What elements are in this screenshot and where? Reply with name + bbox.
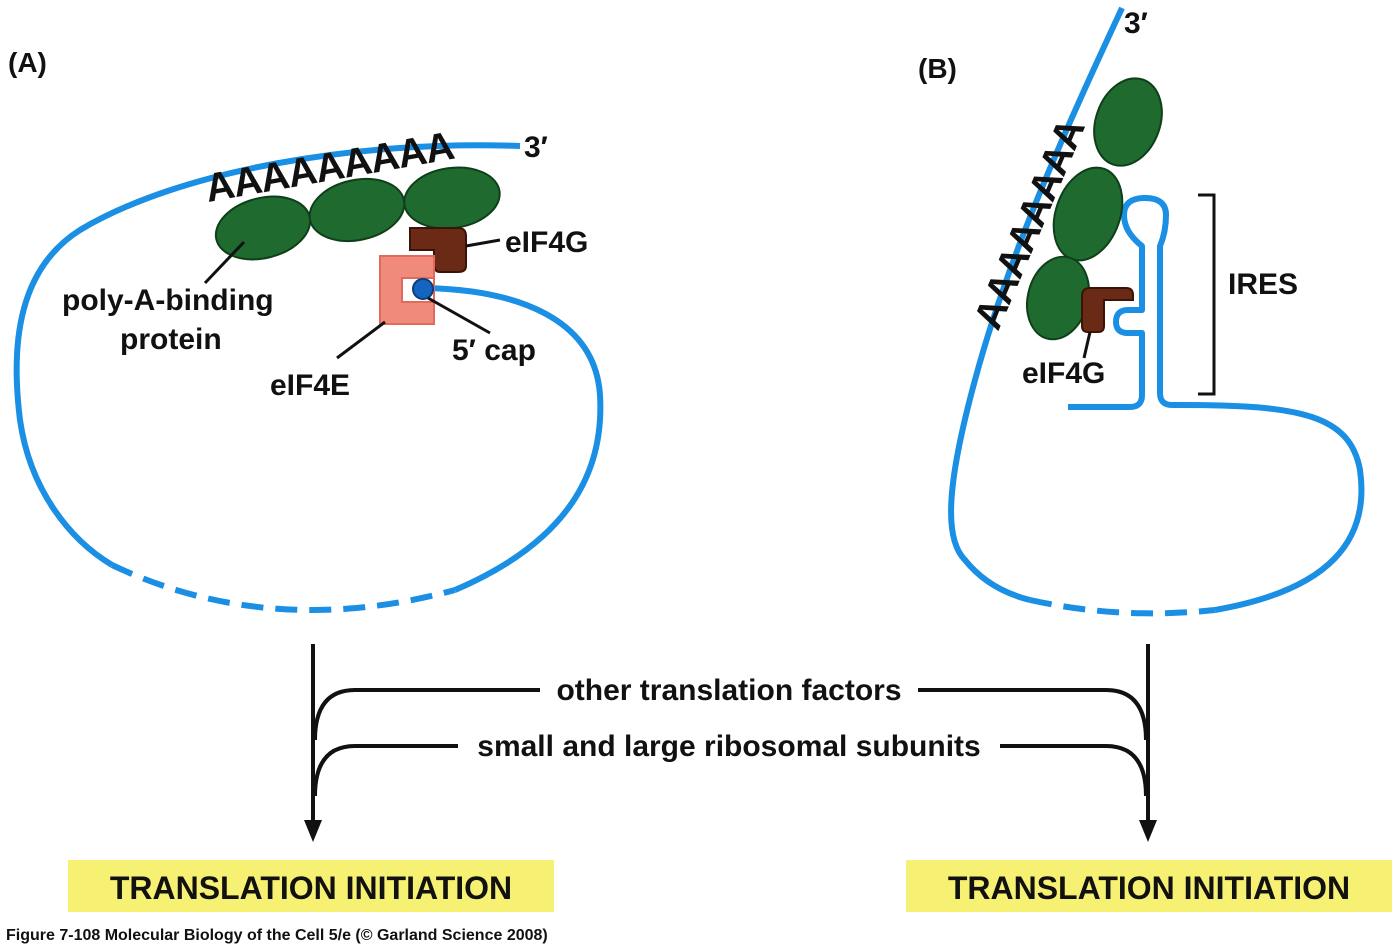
outcome-right-label: TRANSLATION INITIATION <box>948 870 1350 906</box>
panel-a-eif4e-label: eIF4E <box>270 369 350 402</box>
panel-b-label: (B) <box>918 53 957 84</box>
panel-a: (A) AAAAAAAAA 3′ eIF4G eIF4E 5′ cap poly… <box>8 47 604 613</box>
outcome-left: TRANSLATION INITIATION <box>68 860 554 912</box>
outcome-right: TRANSLATION INITIATION <box>906 860 1392 912</box>
right-branch-ribosome <box>1000 744 1148 797</box>
panel-b-mrna-dashed-segment <box>1029 597 1216 617</box>
panel-a-3prime-label: 3′ <box>524 131 548 164</box>
panel-a-eif4g-label: eIF4G <box>505 226 588 259</box>
other-translation-factors-label: other translation factors <box>556 674 901 707</box>
panel-a-pabp-label-line1: poly-A-binding <box>62 284 274 317</box>
panel-b-ires-bracket <box>1198 193 1216 396</box>
outcome-left-label: TRANSLATION INITIATION <box>110 870 512 906</box>
right-arrowhead <box>1139 820 1157 842</box>
panel-a-cap-pointer <box>427 296 491 335</box>
panel-a-eif4e-pointer <box>336 320 386 360</box>
figure-caption: Figure 7-108 Molecular Biology of the Ce… <box>6 927 548 944</box>
panel-b-eif4g-pointer <box>1082 331 1092 359</box>
panel-b-ires-stem-loop <box>1068 195 1182 410</box>
panel-a-pabp-pointer <box>203 240 246 285</box>
factor-flow: other translation factors small and larg… <box>304 644 1157 842</box>
panel-b: (B) AAAAAAAA 3′ eIF4G IRES <box>918 6 1365 617</box>
panel-b-eif4g-shape <box>1081 287 1134 333</box>
panel-b-pabp-1 <box>1093 77 1163 167</box>
ribosomal-subunits-label: small and large ribosomal subunits <box>477 730 980 763</box>
panel-a-5prime-cap <box>412 278 434 300</box>
panel-a-mrna-dashed-segment <box>110 562 456 613</box>
panel-b-mrna-return-arm <box>1181 402 1365 613</box>
panel-b-eif4g-label: eIF4G <box>1022 357 1105 390</box>
left-branch-ribosome <box>313 744 458 797</box>
outcome-right-box <box>906 860 1392 912</box>
outcome-left-box <box>68 860 554 912</box>
panel-a-label: (A) <box>8 47 47 78</box>
panel-b-ires-label: IRES <box>1228 268 1298 301</box>
panel-b-mrna-strand <box>948 6 1125 603</box>
panel-a-mrna-5prime-arm <box>424 285 604 593</box>
left-arrowhead <box>304 820 322 842</box>
panel-a-cap-label: 5′ cap <box>452 334 536 367</box>
panel-a-pabp-label-line2: protein <box>120 323 222 356</box>
panel-b-3prime-label: 3′ <box>1124 7 1148 40</box>
right-branch-factors <box>918 688 1148 741</box>
left-branch-factors <box>313 688 540 741</box>
panel-a-mrna-strand <box>13 142 521 568</box>
panel-a-eif4g-pointer <box>465 238 501 248</box>
